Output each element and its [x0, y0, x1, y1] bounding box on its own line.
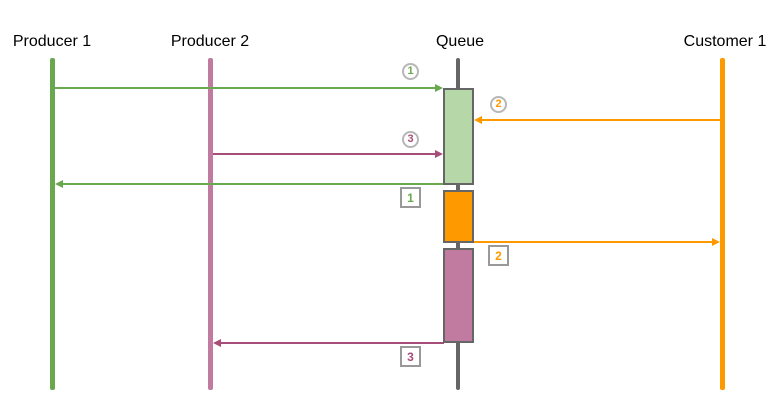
arrowhead-left-icon — [55, 180, 63, 188]
activation-box-green — [443, 88, 474, 185]
actor-label-queue: Queue — [435, 33, 485, 50]
message-line-1-in — [55, 87, 435, 89]
activation-box-purple — [443, 248, 474, 343]
actor-label-customer-1: Customer 1 — [683, 33, 767, 50]
activation-box-orange — [443, 190, 474, 243]
arrowhead-right-icon — [435, 150, 443, 158]
message-line-3-in — [213, 153, 435, 155]
square-marker-2: 2 — [488, 245, 509, 266]
message-line-2-out — [474, 241, 712, 243]
circle-marker-1: 1 — [402, 63, 419, 80]
square-marker-1: 1 — [400, 187, 421, 208]
square-marker-3: 3 — [400, 346, 421, 367]
arrowhead-left-icon — [474, 116, 482, 124]
actor-label-producer-1: Producer 1 — [12, 33, 92, 50]
message-line-2-in — [482, 119, 720, 121]
actor-label-producer-2: Producer 2 — [170, 33, 250, 50]
circle-marker-3: 3 — [402, 131, 419, 148]
circle-marker-2: 2 — [490, 96, 507, 113]
message-line-3-out — [221, 342, 444, 344]
lifeline-producer-1 — [50, 58, 55, 390]
message-line-1-out — [63, 183, 443, 185]
arrowhead-left-icon — [213, 339, 221, 347]
arrowhead-right-icon — [712, 238, 720, 246]
lifeline-customer-1 — [720, 58, 725, 390]
lifeline-producer-2 — [208, 58, 213, 390]
arrowhead-right-icon — [435, 84, 443, 92]
